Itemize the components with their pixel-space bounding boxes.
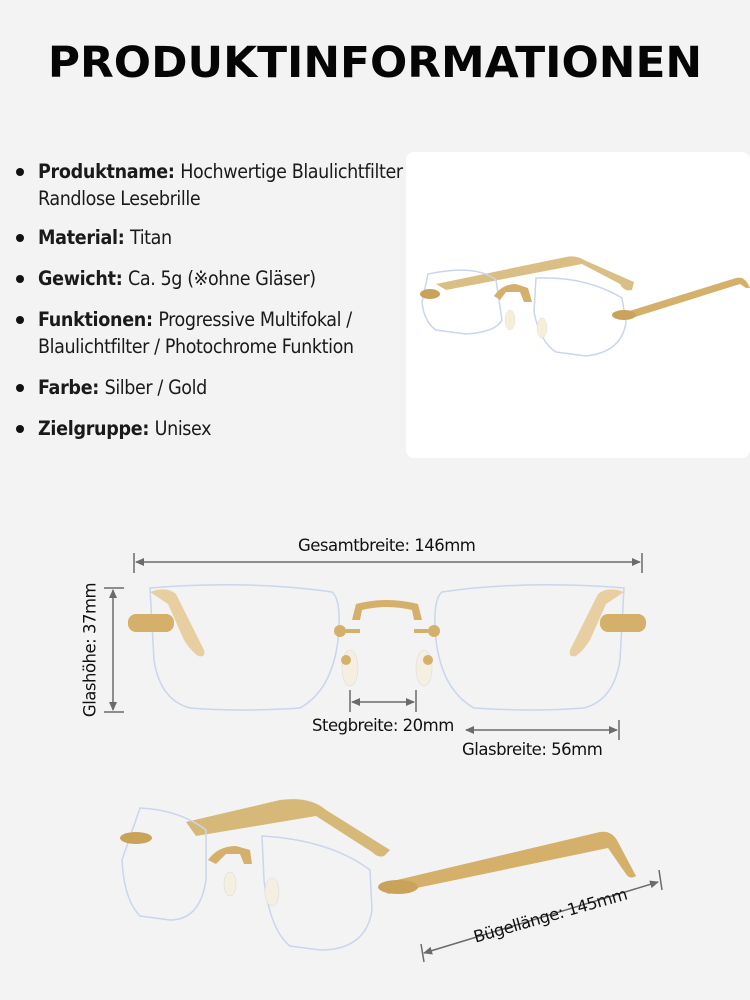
total-width-arrow [133,553,643,573]
bullet-icon [16,234,24,242]
bullet-icon [16,425,24,433]
glasses-angled-bottom-image [120,799,636,951]
bridge-width-arrow [349,690,417,712]
spec-item-funktionen: Funktionen: Progressive Multifokal / Bla… [14,306,404,360]
spec-item-gewicht: Gewicht: Ca. 5g (※ohne Gläser) [14,265,404,292]
spec-key: Funktionen: [38,308,153,331]
lens-height-label: Glashöhe: 37mm [80,582,100,718]
bullet-icon [16,275,24,283]
spec-list: Produktname: Hochwertige Blaulichtfilter… [14,158,404,456]
spec-value: Hochwertige Blaulichtfilter Randlose Les… [38,160,403,210]
spec-key: Produktname: [38,160,175,183]
lens-height-arrow [104,587,124,713]
bridge-width-label: Stegbreite: 20mm [312,716,454,735]
glasses-front-image [128,584,646,711]
lens-width-arrow [465,720,620,740]
spec-item-produktname: Produktname: Hochwertige Blaulichtfilter… [14,158,404,212]
spec-key: Gewicht: [38,267,123,290]
spec-value: Ca. 5g (※ohne Gläser) [128,267,316,290]
bullet-icon [16,168,24,176]
lens-width-label: Glasbreite: 56mm [462,740,603,759]
page-title: PRODUKTINFORMATIONEN [47,38,703,88]
product-photo [406,152,750,458]
bullet-icon [16,316,24,324]
spec-item-zielgruppe: Zielgruppe: Unisex [14,415,404,442]
bullet-icon [16,384,24,392]
spec-value: Progressive Multifokal / Blaulichtfilter… [38,308,354,358]
spec-value: Titan [130,226,172,249]
glasses-angled-image [420,256,750,357]
spec-key: Farbe: [38,376,100,399]
spec-value: Silber / Gold [104,376,208,399]
temple-length-label: Bügellänge: 145mm [471,884,630,947]
spec-item-material: Material: Titan [14,224,404,251]
spec-key: Material: [38,226,125,249]
total-width-label: Gesamtbreite: 146mm [298,536,476,555]
spec-key: Zielgruppe: [38,417,150,440]
spec-value: Unisex [154,417,212,440]
spec-item-farbe: Farbe: Silber / Gold [14,374,404,401]
